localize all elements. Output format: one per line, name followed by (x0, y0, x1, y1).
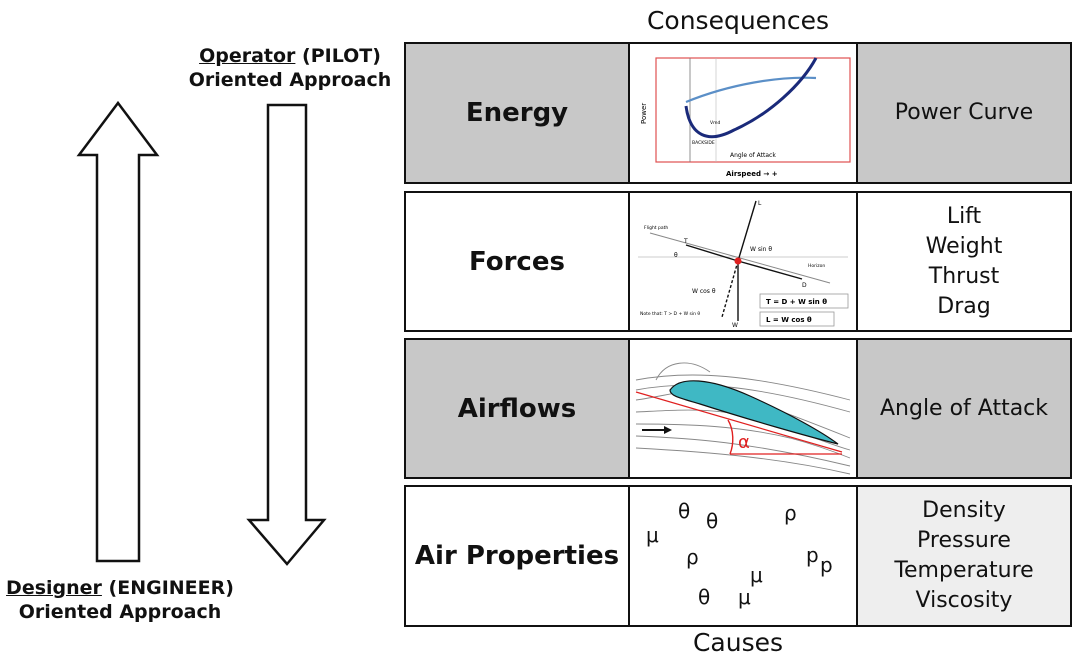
right-cell-airflows: Angle of Attack (858, 340, 1070, 477)
aoa-axis-label: Angle of Attack (730, 152, 776, 159)
designer-label: Designer (ENGINEER) Oriented Approach (0, 576, 240, 624)
symbol: μ (738, 585, 751, 609)
causes-heading: Causes (692, 628, 784, 657)
designer-approach: Oriented Approach (18, 601, 222, 623)
power-curve-figure: Power BACKSIDE Vmd Angle of Attack Airsp… (628, 44, 858, 182)
right-item: Viscosity (915, 588, 1013, 613)
symbol: ρ (686, 545, 699, 569)
symbol: ρ (784, 501, 797, 525)
right-item: Temperature (894, 558, 1034, 583)
right-cell-air-properties: Density Pressure Temperature Viscosity (858, 487, 1070, 625)
drag-vector-label: D (802, 282, 807, 289)
up-arrow-icon (76, 100, 160, 563)
lift-vector-label: L (758, 200, 762, 207)
row-air-properties: Air Properties θ θ ρ μ ρ p p μ θ μ Densi… (404, 485, 1072, 627)
right-item: Drag (937, 293, 991, 319)
right-item: Lift (946, 203, 982, 229)
power-axis-label: Power (640, 103, 648, 124)
right-item: Thrust (928, 263, 1000, 289)
symbol: p (820, 553, 833, 577)
symbol: μ (646, 523, 659, 547)
symbol: μ (750, 563, 763, 587)
operator-approach: Oriented Approach (188, 69, 392, 91)
down-arrow-icon (246, 103, 327, 566)
w-sin-label: W sin θ (750, 246, 772, 253)
designer-role: Designer (6, 577, 102, 599)
airflow-figure: α (628, 340, 858, 477)
row-airflows: Airflows α Angle of Attack (404, 338, 1072, 479)
horizon-label: Horizon (808, 263, 825, 269)
row-label-forces: Forces (406, 193, 628, 330)
consequences-heading: Consequences (646, 6, 830, 35)
row-forces: Forces L W D T θ W sin θ W cos θ Flight … (404, 191, 1072, 332)
symbol: θ (698, 585, 711, 609)
right-cell-forces: Lift Weight Thrust Drag (858, 193, 1070, 330)
right-item: Pressure (917, 528, 1011, 553)
w-cos-label: W cos θ (692, 288, 716, 295)
alpha-symbol: α (738, 432, 750, 453)
backside-marker: BACKSIDE (692, 140, 715, 146)
right-item: Angle of Attack (879, 395, 1049, 421)
symbol: p (806, 543, 819, 567)
thrust-vector-label: T (683, 238, 688, 245)
right-item: Power Curve (894, 100, 1034, 125)
symbols-figure: θ θ ρ μ ρ p p μ θ μ (628, 487, 858, 625)
lift-equation: L = W cos θ (766, 316, 812, 324)
symbol: θ (678, 499, 691, 523)
row-energy: Energy Power BACKSIDE Vmd Angle of Attac… (404, 42, 1072, 184)
thrust-equation: T = D + W sin θ (766, 298, 827, 306)
row-label-energy: Energy (406, 44, 628, 182)
symbol: θ (706, 509, 719, 533)
operator-label: Operator (PILOT) Oriented Approach (180, 44, 400, 92)
designer-tag: (ENGINEER) (108, 577, 234, 599)
flight-path-label: Flight path (644, 225, 668, 231)
operator-tag: (PILOT) (302, 45, 381, 67)
airspeed-axis-label: Airspeed → + (726, 170, 778, 178)
vmd-marker: Vmd (710, 120, 720, 126)
right-item: Density (922, 498, 1006, 523)
theta-label: θ (674, 252, 678, 259)
row-label-airflows: Airflows (406, 340, 628, 477)
operator-role: Operator (199, 45, 296, 67)
row-label-air-properties: Air Properties (406, 487, 628, 625)
right-cell-energy: Power Curve (858, 44, 1070, 182)
right-item: Weight (925, 233, 1003, 259)
weight-vector-label: W (732, 322, 738, 329)
note-label: Note that: T > D + W sin θ (640, 311, 700, 317)
forces-figure: L W D T θ W sin θ W cos θ Flight path Ho… (628, 193, 858, 330)
